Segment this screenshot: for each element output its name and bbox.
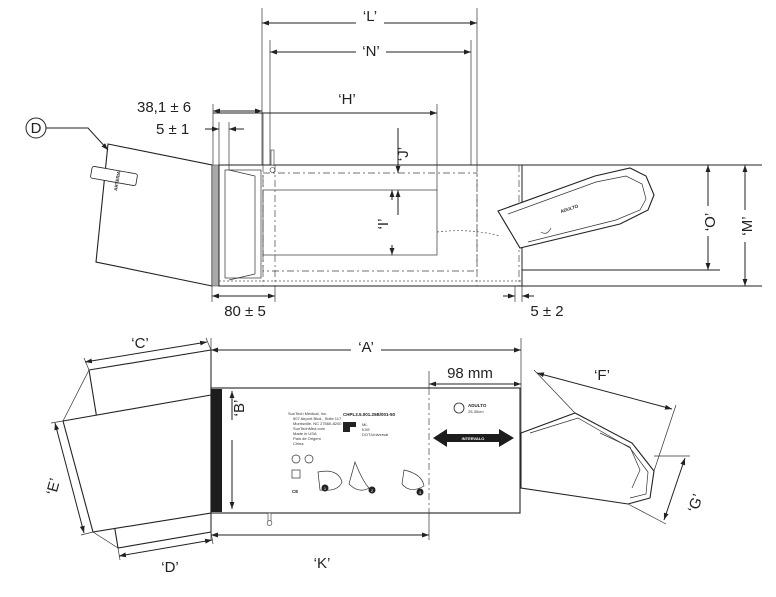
dim-F: ‘F’ (594, 367, 610, 384)
bottom-cuff-body (210, 387, 521, 514)
info-icon (291, 454, 301, 464)
top-bladder-outline (262, 172, 478, 272)
tol-98: 98 mm (447, 365, 493, 382)
svg-text:KXE: KXE (362, 427, 370, 432)
dim-B: ‘B’ (231, 400, 248, 417)
bottom-connector (520, 412, 655, 505)
tol-80: 80 ± 5 (224, 303, 266, 320)
top-view: ARTERIA ADULTO ‘L’ (25, 6, 762, 320)
top-left-flap (95, 143, 213, 287)
top-I-rect (262, 189, 438, 256)
top-inner-fold (224, 169, 262, 279)
artery-label: ARTERIA (113, 170, 122, 191)
callout-letter: D (31, 120, 42, 137)
bottom-view: SunTech Medical, Inc. 507 Airport Blvd.,… (43, 335, 707, 576)
dim-A: ‘A’ (358, 339, 374, 356)
top-grey-strip (211, 164, 220, 287)
dim-J: ‘J’ (395, 147, 412, 161)
dim-M: ‘M’ (739, 216, 756, 235)
svg-text:2: 2 (371, 488, 374, 493)
dim-N: ‘N’ (362, 43, 380, 60)
adult-label: ADULTO (468, 403, 487, 408)
model-text: CHPL3.5.001.25B/001-50 (343, 412, 396, 417)
company-text-block: SunTech Medical, Inc. 507 Airport Blvd.,… (288, 411, 342, 446)
dim-L: ‘L’ (363, 8, 377, 25)
range-arrow-icon (433, 429, 514, 447)
dim-H: ‘H’ (338, 91, 356, 108)
top-fold-edge (228, 169, 256, 281)
svg-text:SunTech Medical, Inc.: SunTech Medical, Inc. (288, 411, 327, 416)
interval-label: INTERVALO (462, 436, 485, 441)
adult-icon (453, 402, 465, 414)
bottom-flap-front (62, 394, 212, 533)
size-range: 25-35cm (468, 409, 484, 414)
dim-E: ‘E’ (43, 477, 64, 498)
dim-C: ‘C’ (131, 335, 149, 352)
dim-D: ‘D’ (161, 559, 179, 576)
dim-G: ‘G’ (685, 492, 707, 515)
dim-O: ‘O’ (702, 213, 719, 231)
dim-I: ‘I’ (375, 219, 392, 230)
latex-free-icon (304, 454, 314, 464)
tol-38: 38,1 ± 6 (137, 99, 191, 116)
svg-text:SunTechMed.com: SunTechMed.com (293, 426, 326, 431)
no-reuse-icon (291, 469, 301, 479)
artery-tag-rot (90, 166, 138, 186)
svg-text:Made in USA: Made in USA (293, 431, 317, 436)
ce-mark-icon: CE (292, 489, 298, 494)
tol-5-1: 5 ± 1 (156, 121, 189, 138)
svg-text:País de Origem: País de Origem (293, 436, 321, 441)
step-illustrations: 1 2 3 (317, 460, 425, 496)
svg-text:China: China (293, 441, 304, 446)
svg-text:DOT/Universal: DOT/Universal (362, 432, 388, 437)
svg-text:Morrisville, NC 27560-8200: Morrisville, NC 27560-8200 (293, 421, 342, 426)
top-connector: ADULTO (497, 167, 655, 249)
dim-K: ‘K’ (314, 555, 331, 572)
svg-text:507 Airport Blvd., Suite 117: 507 Airport Blvd., Suite 117 (293, 416, 342, 421)
svg-text:3: 3 (419, 490, 422, 495)
svg-text:ML: ML (362, 422, 368, 427)
svg-text:1: 1 (324, 486, 327, 491)
svg-text:ADULTO: ADULTO (560, 203, 579, 214)
top-cuff-body (218, 164, 523, 287)
bottom-black-strip (211, 389, 222, 512)
tol-5-2: 5 ± 2 (530, 303, 563, 320)
